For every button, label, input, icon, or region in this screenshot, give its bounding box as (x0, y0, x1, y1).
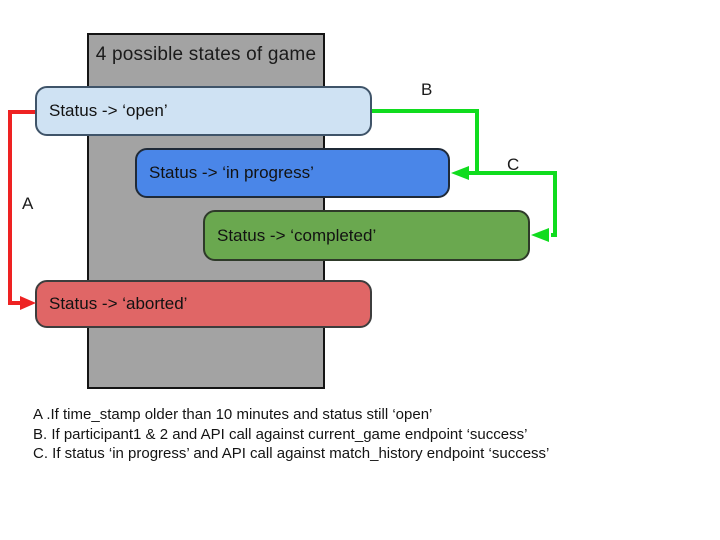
state-box-completed: Status -> ‘completed’ (203, 210, 530, 261)
legend-line-a: A .If time_stamp older than 10 minutes a… (33, 406, 433, 423)
state-box-in-progress-label: Status -> ‘in progress’ (149, 163, 314, 182)
edge-label-c: C (507, 155, 520, 174)
arrow-b-head-icon (451, 166, 469, 180)
state-box-open: Status -> ‘open’ (35, 86, 372, 136)
legend-line-b: B. If participant1 & 2 and API call agai… (33, 425, 528, 443)
arrow-a-head-icon (20, 296, 36, 310)
state-box-in-progress: Status -> ‘in progress’ (135, 148, 450, 198)
panel-title: 4 possible states of game (95, 44, 317, 65)
arrow-c-head-icon (531, 228, 549, 242)
state-box-completed-label: Status -> ‘completed’ (217, 225, 377, 245)
legend-line-c: C. If status ‘in progress’ and API call … (33, 445, 550, 462)
state-box-aborted-label: Status -> ‘aborted’ (49, 294, 188, 313)
legend: A .If time_stamp older than 10 minutes a… (33, 405, 549, 464)
state-box-open-label: Status -> ‘open’ (49, 101, 168, 120)
state-box-aborted: Status -> ‘aborted’ (35, 280, 372, 328)
edge-label-b: B (421, 80, 433, 99)
edge-label-a: A (22, 194, 34, 213)
